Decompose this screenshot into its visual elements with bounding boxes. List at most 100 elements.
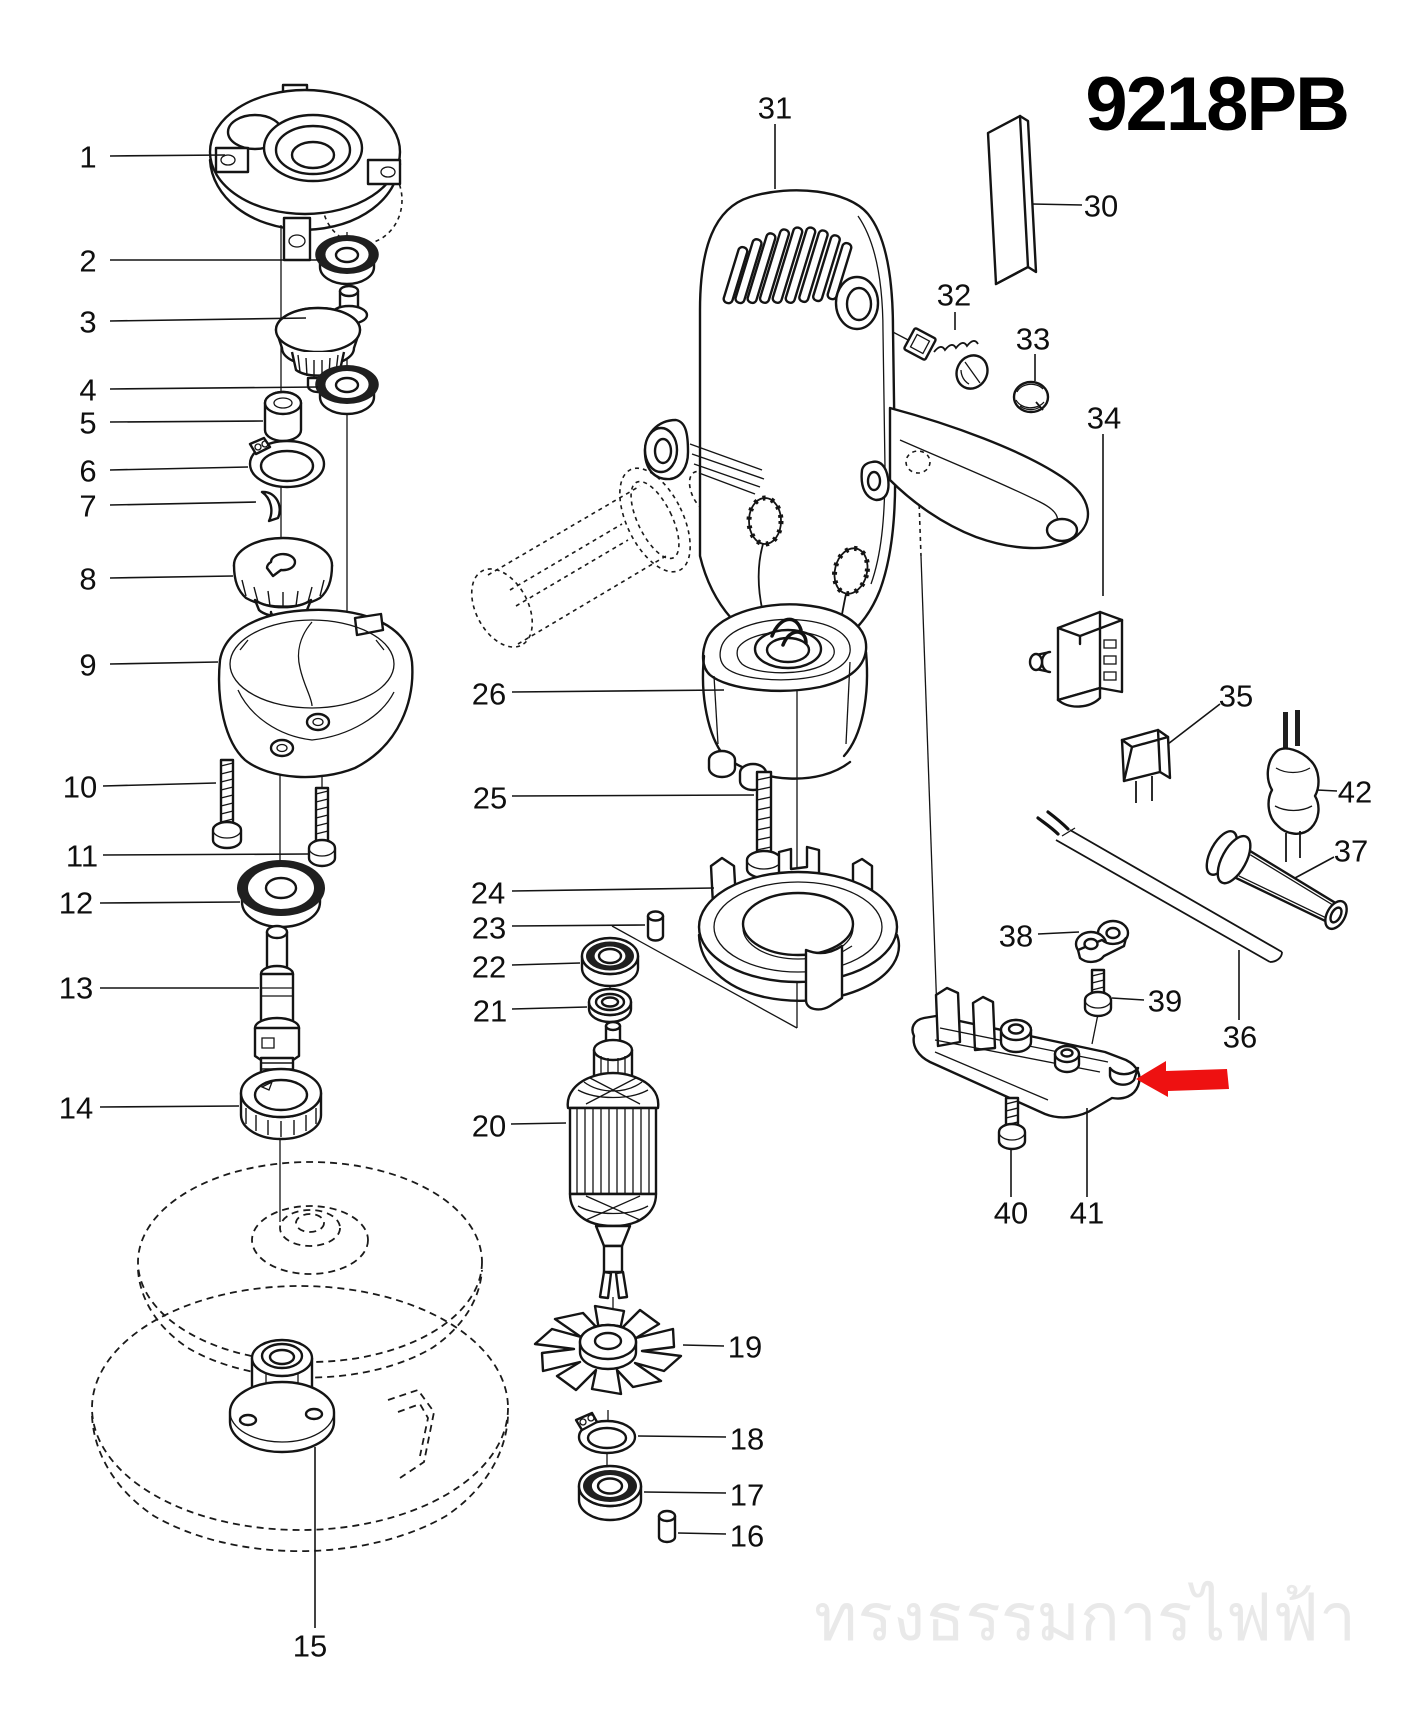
callout-leader-19	[682, 1344, 725, 1347]
callout-leader-24	[511, 887, 715, 892]
callout-leader-25	[511, 794, 755, 797]
callout-label-9: 9	[79, 648, 96, 683]
page-title: 9218PB	[1085, 62, 1348, 147]
callout-leader-10	[102, 782, 217, 787]
callout-label-31: 31	[758, 91, 792, 126]
part-40-screw	[997, 1096, 1027, 1151]
part-19-fan	[533, 1304, 683, 1396]
part-2-ball-bearing	[315, 235, 379, 286]
callout-label-40: 40	[994, 1196, 1028, 1231]
part-36-power-cord	[1036, 810, 1283, 963]
callout-label-26: 26	[472, 677, 506, 712]
callout-leader-17	[643, 1491, 727, 1494]
callout-leader-16	[677, 1532, 727, 1535]
rear-grip	[860, 406, 1090, 550]
callout-label-21: 21	[473, 994, 507, 1029]
callout-label-12: 12	[59, 886, 93, 921]
callout-leader-35	[1167, 703, 1221, 745]
callout-label-33: 33	[1016, 322, 1050, 357]
callout-label-17: 17	[730, 1478, 764, 1513]
part-18-retaining-ring	[574, 1411, 637, 1455]
callout-label-5: 5	[79, 406, 96, 441]
callout-leader-12	[99, 901, 241, 904]
callout-label-25: 25	[473, 781, 507, 816]
part-3-spindle-gear	[274, 284, 369, 394]
part-6-retaining-ring	[248, 436, 326, 489]
callout-leader-26	[511, 689, 725, 693]
vent-slots	[722, 226, 853, 305]
part-16-pin	[657, 1509, 677, 1544]
callout-label-34: 34	[1087, 401, 1121, 436]
watermark: ทรงธรรมการไฟฟ้า	[814, 1580, 1356, 1654]
callout-leader-23	[511, 924, 646, 927]
callout-leader-30	[1031, 203, 1083, 206]
part-4-ball-bearing	[315, 365, 379, 416]
callout-leader-39	[1111, 997, 1145, 1001]
callout-label-3: 3	[79, 305, 96, 340]
callout-label-30: 30	[1084, 189, 1118, 224]
part-12-ball-bearing	[237, 860, 325, 929]
callout-label-4: 4	[79, 373, 96, 408]
part-10-screw-long	[211, 758, 243, 850]
callout-label-7: 7	[79, 489, 96, 524]
callout-leader-11	[102, 853, 309, 856]
callout-leader-42	[1316, 789, 1338, 792]
callout-label-14: 14	[59, 1091, 93, 1126]
callout-leader-9	[109, 661, 219, 665]
part-30-plate	[986, 114, 1038, 286]
part-1-pad-support-flange	[208, 83, 403, 262]
callout-leader-22	[511, 962, 581, 966]
callout-label-20: 20	[472, 1109, 506, 1144]
part-31-motor-housing	[643, 189, 1090, 655]
callout-label-24: 24	[471, 876, 505, 911]
callout-label-6: 6	[79, 454, 96, 489]
callout-leader-1	[109, 154, 226, 157]
callout-label-36: 36	[1223, 1020, 1257, 1055]
part-23-pin	[646, 910, 665, 942]
callout-label-35: 35	[1219, 679, 1253, 714]
part-42-terminal-connector	[1266, 710, 1320, 862]
callout-label-18: 18	[730, 1422, 764, 1457]
callout-label-41: 41	[1070, 1196, 1104, 1231]
part-41-handle-base-cover	[911, 986, 1141, 1119]
callout-leader-21	[511, 1006, 588, 1010]
callout-leader-37	[1294, 856, 1335, 879]
part-26-field-stator	[701, 495, 870, 792]
callout-label-2: 2	[79, 244, 96, 279]
callout-layer: 1234567891011121314151617181920212223242…	[59, 91, 1372, 1664]
callout-leader-38	[1037, 931, 1080, 935]
part-5-spacer	[263, 390, 303, 443]
part-7-woodruff-key	[260, 490, 281, 523]
callout-leader-20	[510, 1122, 567, 1125]
part-35-capacitor	[1120, 728, 1172, 803]
callout-leader-6	[109, 466, 249, 471]
part-15-flange-nut	[228, 1338, 336, 1454]
part-37-cord-guard	[1205, 830, 1348, 931]
part-39-screw	[1083, 968, 1113, 1018]
callout-leader-8	[109, 575, 234, 579]
callout-leader-4	[109, 386, 319, 390]
part-17-ball-bearing	[577, 1464, 643, 1522]
part-15-backing-pad-assembly	[91, 1161, 509, 1552]
highlight-arrow	[1136, 1061, 1229, 1097]
callout-leader-7	[109, 501, 257, 506]
callout-label-13: 13	[59, 971, 93, 1006]
part-25-screw-long	[745, 770, 783, 880]
callout-label-42: 42	[1338, 775, 1372, 810]
callout-label-19: 19	[728, 1330, 762, 1365]
part-22-ball-bearing	[580, 936, 640, 988]
callout-label-38: 38	[999, 919, 1033, 954]
part-14-ring-nut	[239, 1067, 323, 1141]
callout-label-15: 15	[293, 1629, 327, 1664]
part-13-spindle-shaft	[253, 924, 301, 1086]
part-11-screw	[307, 786, 337, 868]
part-32-brush-holder-screw	[903, 327, 989, 390]
part-33-brush-cap	[1012, 380, 1050, 414]
callout-leader-14	[99, 1105, 240, 1108]
callout-label-23: 23	[472, 911, 506, 946]
callout-label-8: 8	[79, 562, 96, 597]
callout-label-39: 39	[1148, 984, 1182, 1019]
callout-label-32: 32	[937, 278, 971, 313]
part-9-gear-housing	[217, 608, 414, 779]
